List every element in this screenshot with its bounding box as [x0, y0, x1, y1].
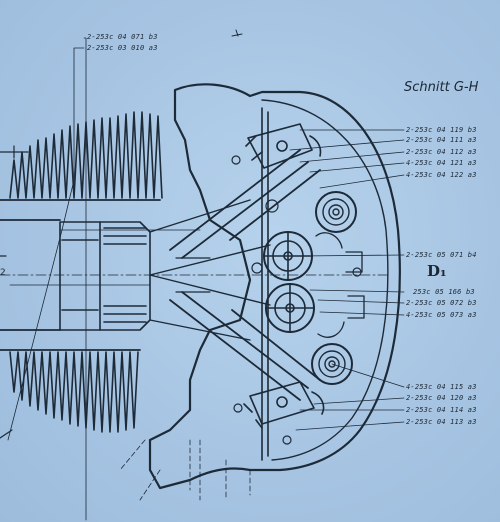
callout-right-mid-1: 2-253c 05 071 b4 [406, 251, 477, 259]
section-title: Schnitt G-H [404, 80, 479, 95]
callout-right-upper-3: 2-253c 04 112 a3 [406, 148, 477, 156]
callout-right-upper-4: 4-253c 04 121 a3 [406, 159, 477, 167]
callout-right-mid-4: 4-253c 05 073 a3 [406, 311, 477, 319]
side-mark: 2 [0, 268, 6, 278]
callout-right-lower-3: 2-253c 04 114 a3 [406, 406, 477, 414]
piston [59, 221, 151, 331]
lower-cooling-fins [9, 351, 139, 433]
callout-top-left-1: 2-253c 04 071 b3 [87, 33, 158, 41]
leader-lines-right-upper [289, 129, 405, 189]
upper-valve-gear [315, 191, 357, 233]
lower-valve-gear [311, 343, 353, 385]
crankcase-shell [148, 83, 401, 490]
callout-right-lower-1: 4-253c 04 115 a3 [406, 383, 477, 391]
callout-top-left-2: 2-253c 03 010 a3 [87, 44, 158, 52]
callout-right-mid-3: 2-253c 05 072 b3 [406, 299, 477, 307]
callout-right-upper-5: 4-253c 04 122 a3 [406, 171, 477, 179]
leader-lines-top-left [7, 37, 201, 521]
camshaft-lower [265, 283, 315, 333]
callout-right-upper-1: 2-253c 04 119 b3 [406, 126, 477, 134]
camshaft-upper [263, 231, 313, 281]
lower-rocker [243, 381, 325, 429]
upper-rocker [245, 123, 322, 169]
callout-right-lower-2: 2-253c 04 120 a3 [406, 394, 477, 402]
section-mark: D₁ [427, 262, 447, 280]
callout-right-upper-2: 2-253c 04 111 a3 [406, 136, 477, 144]
cylinder-outline [0, 199, 161, 351]
callout-right-lower-4: 2-253c 04 113 a3 [406, 418, 477, 426]
callout-right-mid-2: 253c 05 166 b3 [413, 288, 475, 296]
pushrod-tubes [169, 149, 321, 401]
leader-lines-right-mid [9, 254, 405, 316]
leader-lines-right-lower [295, 363, 405, 431]
